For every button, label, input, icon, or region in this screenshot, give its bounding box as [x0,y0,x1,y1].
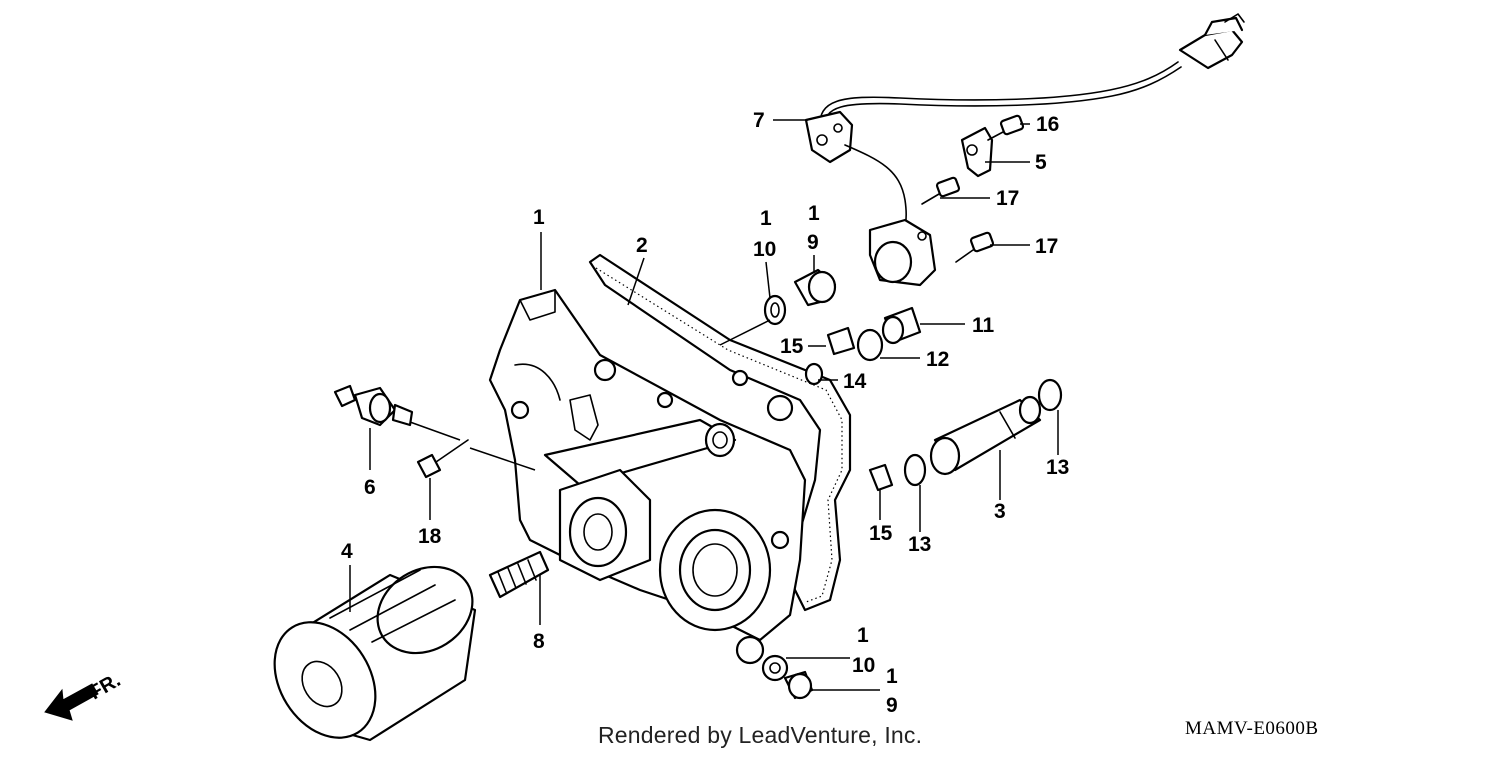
oil-filter [273,565,477,742]
callout-9-top: 9 [807,231,819,254]
callout-labels: 1 2 1 10 1 9 7 16 5 17 17 11 15 12 14 13… [341,109,1069,717]
bolt-17-upper [921,176,961,205]
callout-11: 11 [972,314,995,337]
filter-stud [488,550,550,599]
callout-8: 8 [533,630,545,653]
bolt-18 [416,439,469,479]
bolt-17-lower [955,231,995,263]
render-credit: Rendered by LeadVenture, Inc. [598,722,923,748]
o-rings-and-dowels [804,306,1063,492]
callout-7: 7 [753,109,765,132]
drain-bolt-bottom [761,654,814,700]
callout-4: 4 [341,540,353,563]
callout-15-bottom: 15 [869,522,893,545]
oil-pressure-switch [333,384,414,427]
bolt-16 [987,114,1025,141]
setting-plate [960,126,994,178]
callout-3: 3 [994,500,1006,523]
wire-harness-connector [804,13,1245,241]
callout-13-mid: 13 [908,533,931,556]
callout-2-gasket: 2 [636,234,648,257]
drain-bolt-top [763,268,837,326]
callout-10-bottom: 10 [852,654,875,677]
callout-16: 16 [1036,113,1059,136]
oil-pipe [929,395,1042,476]
callout-1-bottom-b: 1 [886,665,898,688]
callout-15-top: 15 [780,335,804,358]
callout-18: 18 [418,525,442,548]
callout-17-a: 17 [996,187,1019,210]
front-direction-arrow: FR. [44,669,125,721]
crankcase-cover [488,288,807,665]
leader-lines [349,119,1059,691]
neutral-switch-sensor [868,218,937,287]
callout-6: 6 [364,476,376,499]
front-marker-label: FR. [86,669,125,704]
callout-10-top: 10 [753,238,776,261]
diagram-code: MAMV-E0600B [1185,718,1319,739]
callout-12: 12 [926,348,949,371]
callout-1-top-a: 1 [760,207,772,230]
callout-9-bottom: 9 [886,694,898,717]
callout-1-bottom-a: 1 [857,624,869,647]
callout-5: 5 [1035,151,1047,174]
callout-1-cover: 1 [533,206,545,229]
callout-17-b: 17 [1035,235,1058,258]
callout-14: 14 [843,370,867,393]
callout-13-right: 13 [1046,456,1069,479]
callout-1-top-b: 1 [808,202,820,225]
